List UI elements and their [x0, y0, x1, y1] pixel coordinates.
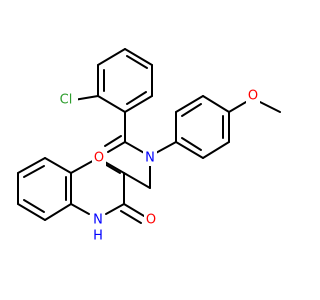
bond: [44, 157, 72, 174]
atom-o-methoxy: O: [246, 88, 260, 104]
bond: [123, 203, 145, 217]
chemical-structure-diagram: Cl O N O O N H: [17, 48, 281, 244]
atom-label: O: [94, 151, 104, 166]
atom-h-lactam: H: [91, 228, 105, 244]
atom-cl: Cl: [54, 92, 78, 108]
bond: [17, 203, 46, 221]
atom-label: O: [146, 213, 156, 228]
atom-label: O: [248, 89, 258, 104]
atom-label-layer: Cl O N O O N H: [54, 88, 260, 244]
bond: [202, 141, 230, 159]
bond: [120, 210, 142, 224]
bond: [70, 203, 90, 215]
bond: [105, 203, 125, 215]
bond: [175, 95, 204, 113]
bond: [175, 141, 204, 159]
bond: [23, 165, 45, 178]
bond-layer: [17, 48, 281, 224]
bond: [126, 55, 148, 69]
bond: [17, 157, 46, 174]
bond: [153, 141, 177, 155]
bond: [202, 95, 230, 113]
atom-n-lactam: N: [91, 212, 105, 228]
bond: [23, 199, 45, 213]
atom-o-amide: O: [92, 150, 106, 166]
bond: [107, 141, 126, 153]
bond: [259, 101, 281, 113]
atom-label: N: [145, 151, 155, 166]
bond: [181, 137, 202, 151]
atom-label: H: [93, 229, 103, 244]
bond: [44, 203, 72, 221]
bond: [181, 103, 202, 117]
bond: [97, 95, 126, 113]
bond: [124, 48, 153, 66]
bond: [104, 135, 122, 147]
atom-n-amide: N: [143, 150, 157, 166]
bond: [228, 101, 247, 113]
atom-label: N: [93, 213, 103, 228]
bond: [124, 95, 153, 113]
atom-label: Cl: [60, 93, 73, 108]
bond: [97, 48, 126, 66]
bond: [124, 141, 147, 155]
atom-o-lactam: O: [144, 212, 158, 228]
bond: [126, 91, 147, 105]
bond: [123, 172, 151, 189]
